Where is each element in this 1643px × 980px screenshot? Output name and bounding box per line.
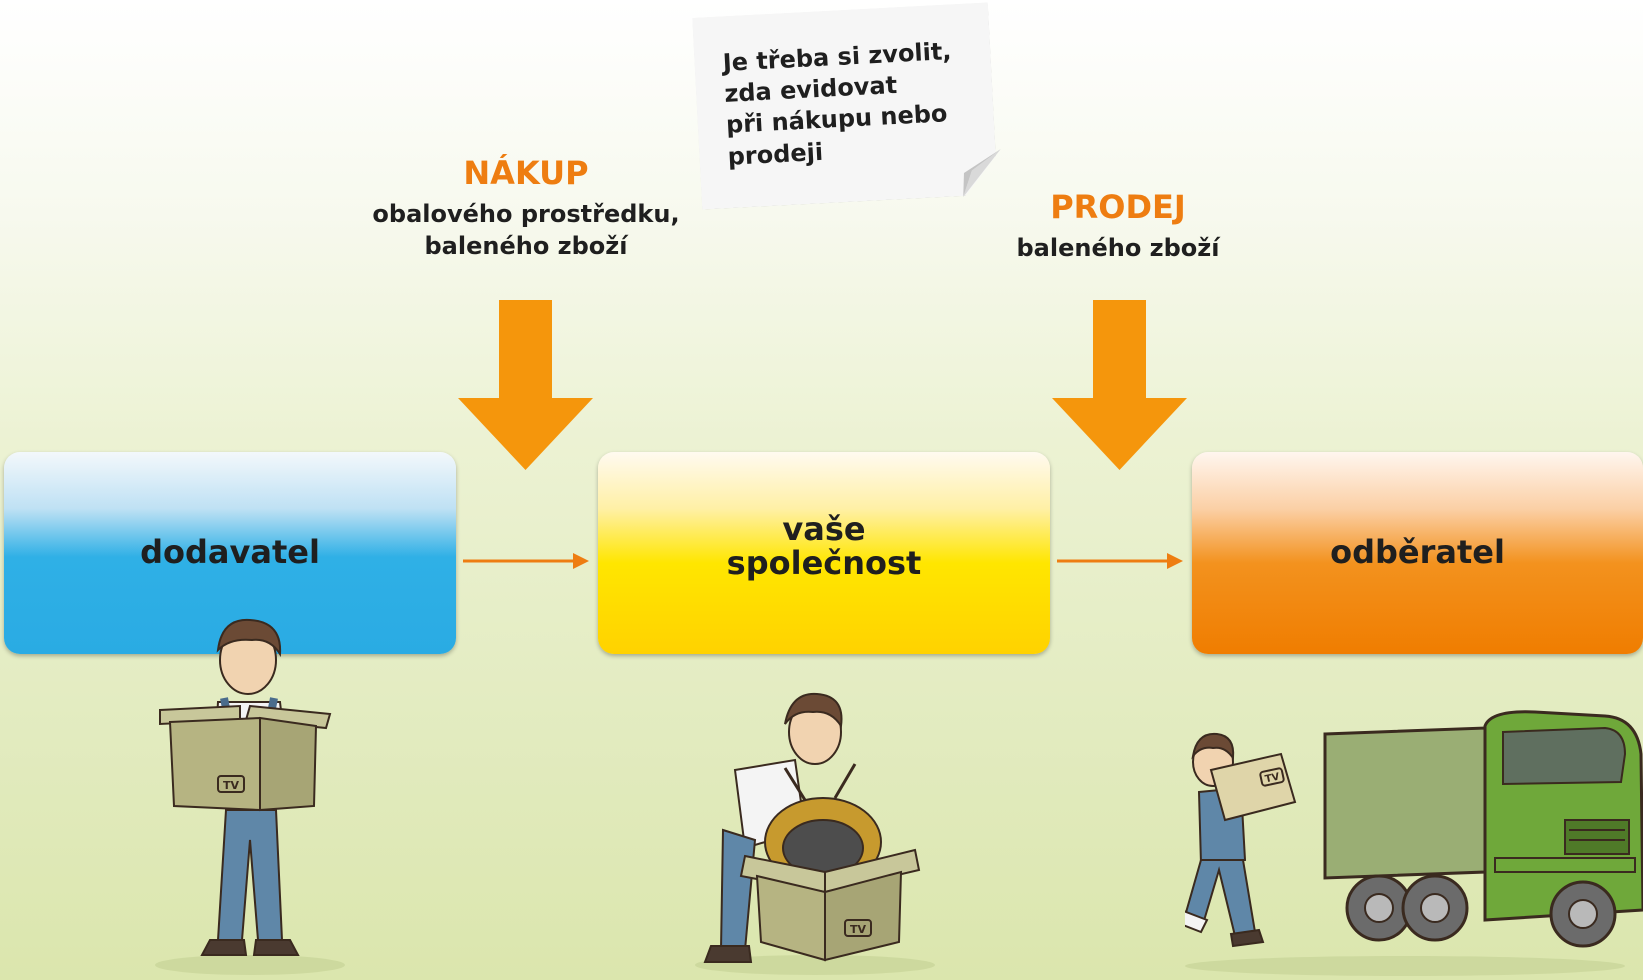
- mover-carrying-box-illustration: TV: [155, 618, 345, 975]
- purchase-line-2: baleného zboží: [424, 232, 628, 261]
- box-tv-label-1: TV: [223, 779, 240, 792]
- company-label-line-2: společnost: [726, 544, 922, 582]
- supplier-label: dodavatel: [140, 533, 320, 572]
- box-tv-label-2: TV: [850, 923, 867, 936]
- company-box: vaše společnost: [598, 452, 1050, 654]
- company-label-line-1: vaše: [782, 510, 866, 549]
- flow-arrow-supplier-to-company: [463, 553, 589, 569]
- sticky-note-text: Je třeba si zvolit, zda evidovat při nák…: [722, 36, 957, 173]
- customer-label: odběratel: [1330, 533, 1505, 572]
- mover-loading-truck-illustration: TV: [1185, 710, 1643, 976]
- sale-heading: PRODEJ baleného zboží: [968, 188, 1268, 264]
- company-label: vaše společnost: [727, 513, 922, 580]
- purchase-line-1: obalového prostředku,: [372, 200, 680, 228]
- customer-box: odběratel: [1192, 452, 1643, 654]
- sale-title: PRODEJ: [1050, 188, 1186, 226]
- purchase-down-arrow: [458, 300, 593, 470]
- mover-packing-tv-illustration: TV: [695, 692, 935, 975]
- sale-down-arrow: [1052, 300, 1187, 470]
- box-tv-label-3: TV: [1264, 772, 1281, 786]
- flow-arrow-company-to-customer: [1057, 553, 1183, 569]
- supplier-box: dodavatel: [4, 452, 456, 654]
- purchase-title: NÁKUP: [463, 154, 589, 192]
- note-page-curl-icon: [963, 148, 1001, 198]
- sale-line-1: baleného zboží: [1016, 234, 1220, 262]
- purchase-heading: NÁKUP obalového prostředku, baleného zbo…: [330, 154, 722, 263]
